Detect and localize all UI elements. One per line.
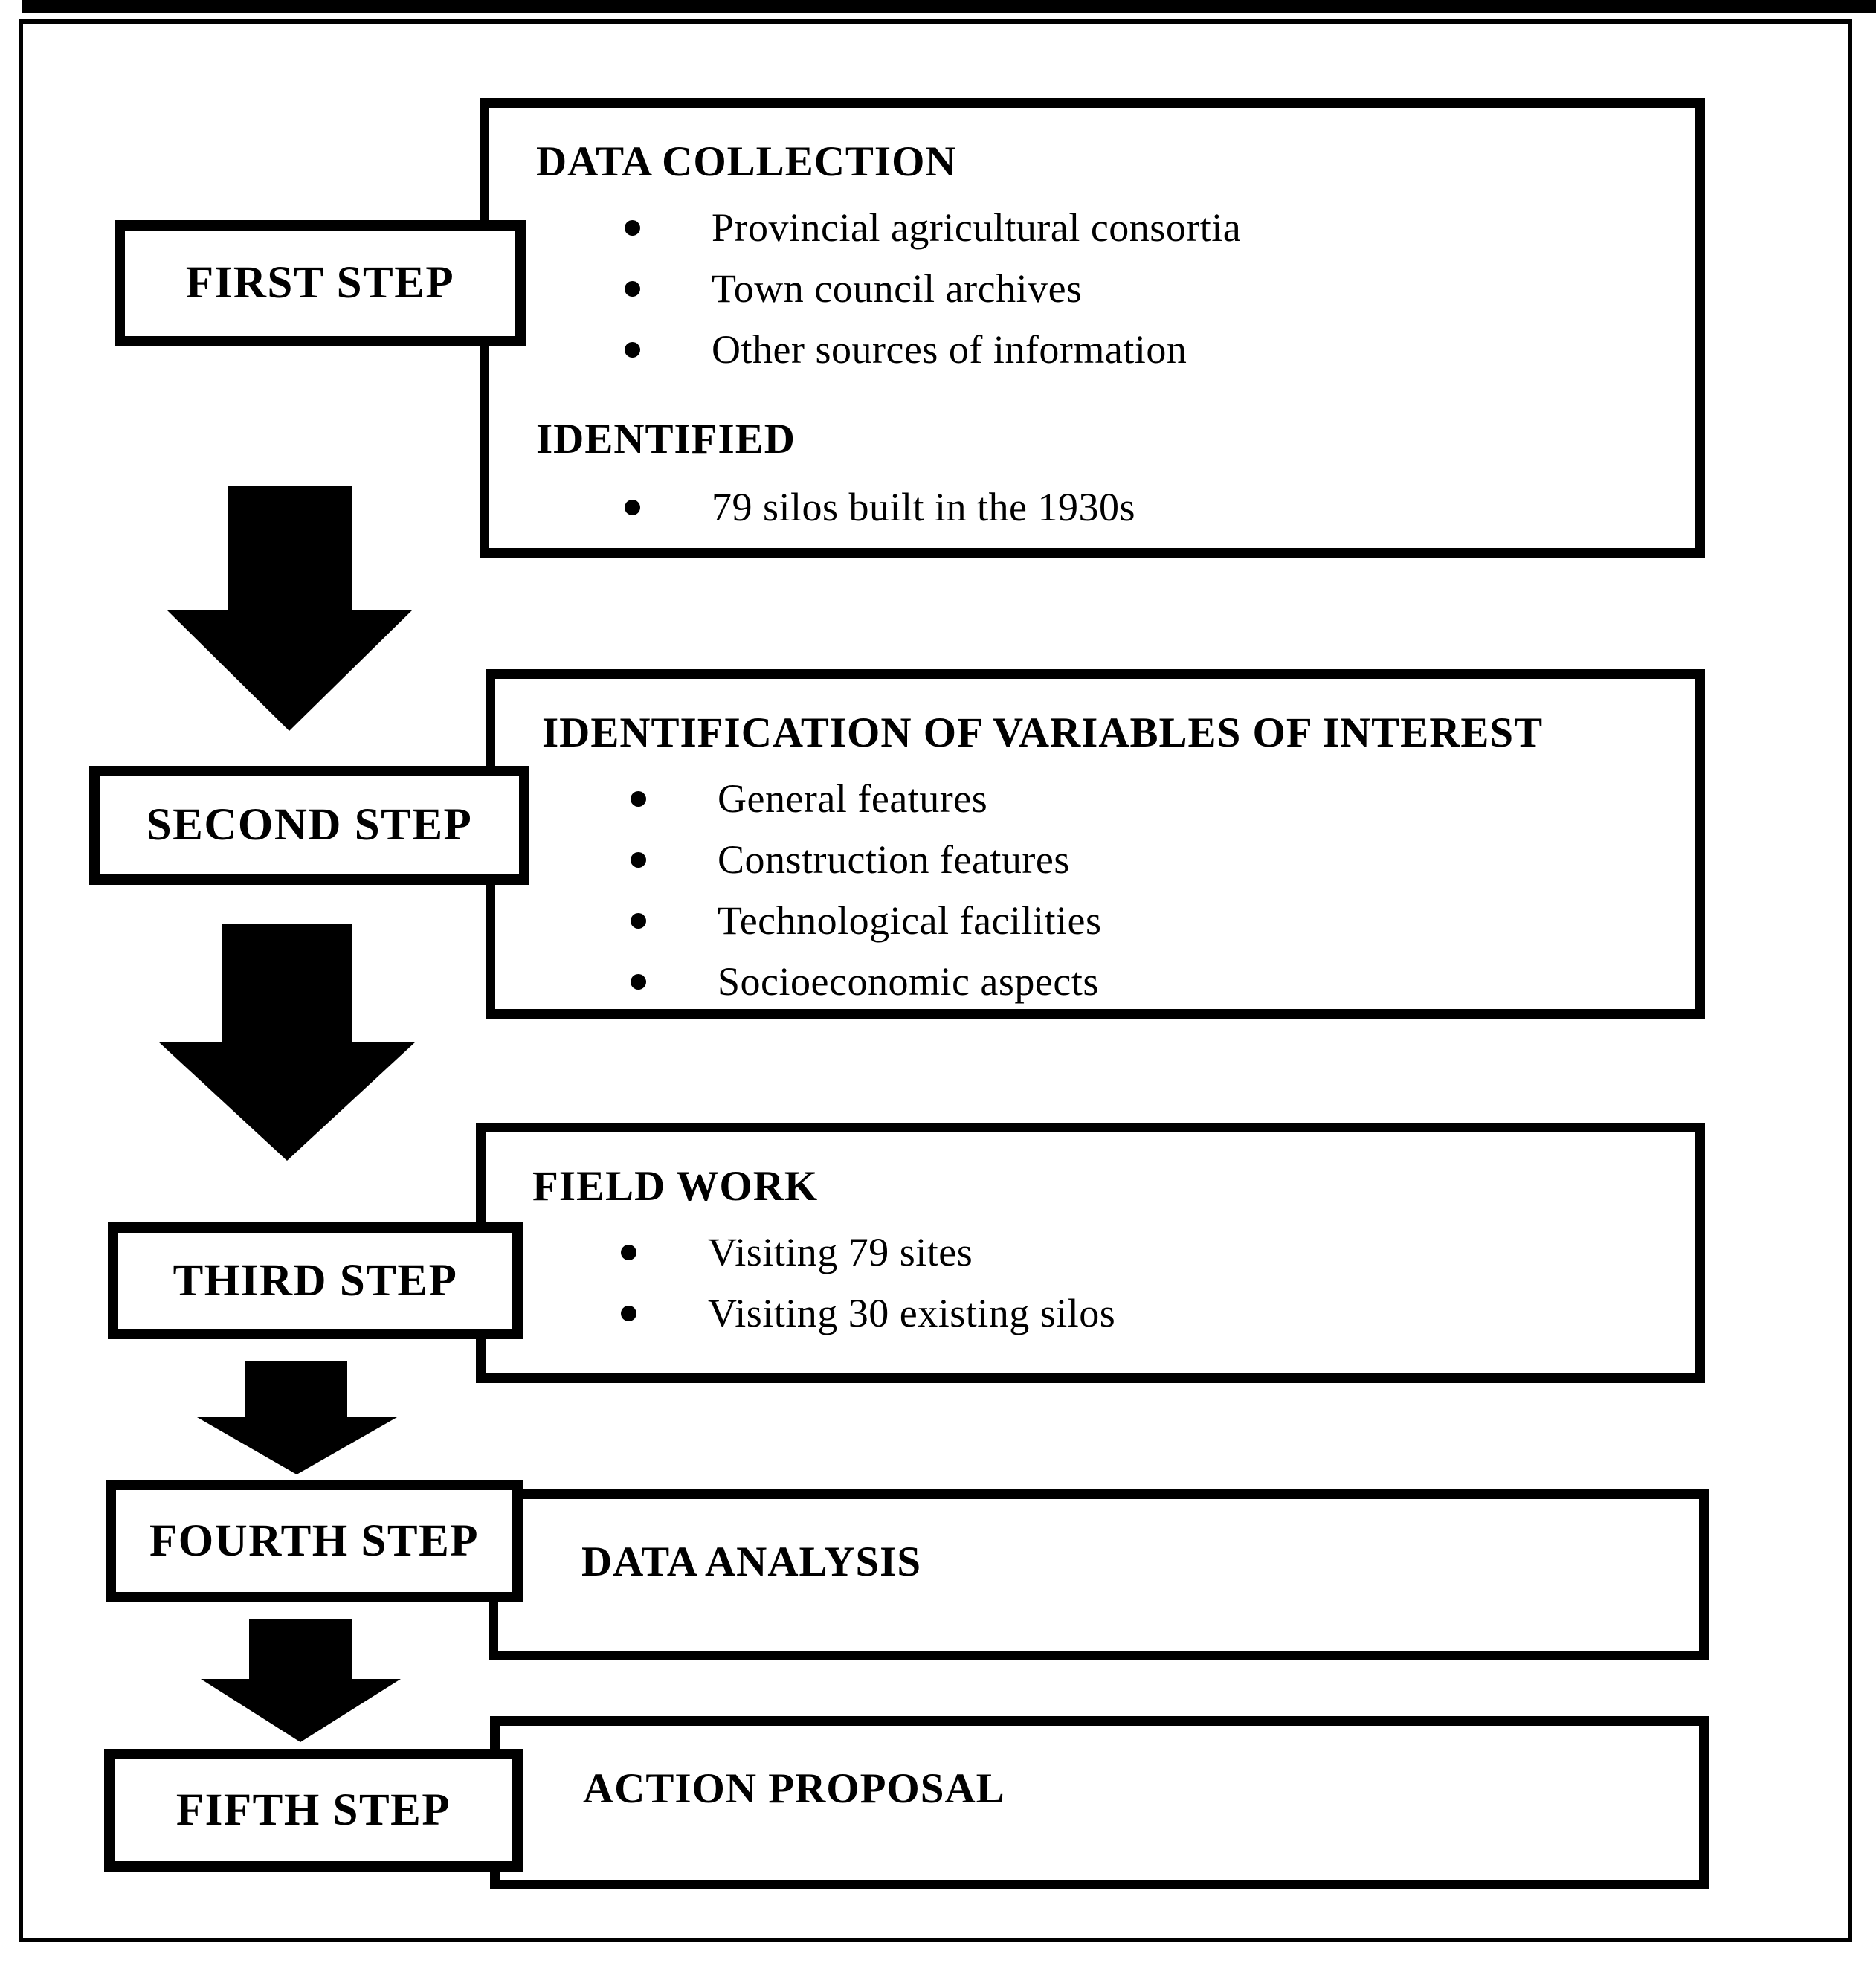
list-item: Provincial agricultural consortia xyxy=(536,197,1673,258)
list-item: Construction features xyxy=(542,829,1673,890)
panel-subtitle: IDENTIFIED xyxy=(536,416,796,462)
bullet-list: 79 silos built in the 1930s xyxy=(536,477,1673,538)
step-box-fifth: FIFTH STEP xyxy=(104,1749,523,1872)
bullet-icon xyxy=(625,280,640,297)
panel-field-work: FIELD WORK Visiting 79 sites Visiting 30… xyxy=(476,1123,1705,1383)
bullet-icon xyxy=(631,973,646,990)
list-item-label: Town council archives xyxy=(712,266,1083,311)
list-item: Technological facilities xyxy=(542,890,1673,951)
list-item: Visiting 30 existing silos xyxy=(532,1283,1673,1344)
scan-edge-bar xyxy=(22,0,1876,13)
list-item-label: Provincial agricultural consortia xyxy=(712,205,1242,250)
list-item-label: General features xyxy=(718,776,988,821)
bullet-icon xyxy=(631,912,646,929)
list-item: General features xyxy=(542,768,1673,829)
panel-title: DATA ANALYSIS xyxy=(581,1538,922,1585)
bullet-icon xyxy=(621,1244,636,1260)
panel-data-analysis: DATA ANALYSIS xyxy=(489,1489,1709,1660)
list-item: Socioeconomic aspects xyxy=(542,951,1673,1012)
bullet-list: Visiting 79 sites Visiting 30 existing s… xyxy=(532,1222,1673,1344)
panel-title: DATA COLLECTION xyxy=(536,138,957,185)
bullet-icon xyxy=(621,1305,636,1321)
bullet-icon xyxy=(625,499,640,515)
step-box-first: FIRST STEP xyxy=(115,220,526,346)
list-item-label: Socioeconomic aspects xyxy=(718,959,1099,1004)
panel-title: FIELD WORK xyxy=(532,1163,819,1210)
bullet-icon xyxy=(625,219,640,236)
list-item-label: Visiting 30 existing silos xyxy=(708,1291,1116,1335)
list-item-label: Construction features xyxy=(718,837,1070,882)
list-item-label: 79 silos built in the 1930s xyxy=(712,485,1136,529)
panel-action-proposal: ACTION PROPOSAL xyxy=(490,1716,1709,1889)
step-box-third: THIRD STEP xyxy=(108,1222,523,1339)
bullet-icon xyxy=(631,851,646,868)
list-item: 79 silos built in the 1930s xyxy=(536,477,1673,538)
step-box-second: SECOND STEP xyxy=(89,766,529,885)
panel-title: IDENTIFICATION OF VARIABLES OF INTEREST xyxy=(542,709,1544,756)
list-item-label: Technological facilities xyxy=(718,898,1102,943)
list-item: Other sources of information xyxy=(536,319,1673,380)
list-item-label: Other sources of information xyxy=(712,327,1187,372)
bullet-icon xyxy=(631,790,646,807)
bullet-icon xyxy=(625,341,640,358)
bullet-list: General features Construction features T… xyxy=(542,768,1673,1012)
bullet-list: Provincial agricultural consortia Town c… xyxy=(536,197,1673,380)
panel-variables-of-interest: IDENTIFICATION OF VARIABLES OF INTEREST … xyxy=(486,669,1705,1019)
step-box-fourth: FOURTH STEP xyxy=(106,1480,523,1602)
list-item: Visiting 79 sites xyxy=(532,1222,1673,1283)
panel-title: ACTION PROPOSAL xyxy=(583,1765,1005,1812)
list-item-label: Visiting 79 sites xyxy=(708,1230,973,1274)
list-item: Town council archives xyxy=(536,258,1673,319)
panel-data-collection: DATA COLLECTION Provincial agricultural … xyxy=(480,98,1705,558)
